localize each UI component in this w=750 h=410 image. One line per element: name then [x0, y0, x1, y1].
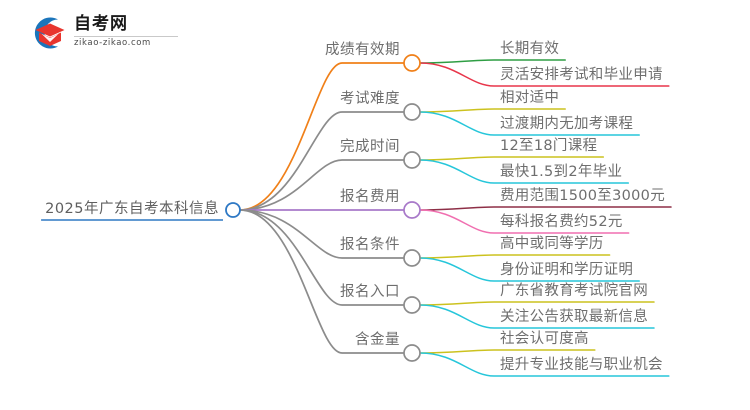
branch-label-7[interactable]: 含金量	[355, 332, 400, 348]
leaf-connector	[419, 108, 566, 113]
zikao-graduation-cap-logo	[34, 17, 65, 49]
leaf-label-3-2[interactable]: 最快1.5到2年毕业	[500, 164, 623, 180]
root-node-circle	[225, 202, 241, 218]
leaf-label-4-2[interactable]: 每科报名费约52元	[500, 214, 623, 230]
branch-node-circle	[403, 54, 421, 72]
leaf-connector	[419, 62, 670, 87]
branch-node-circle	[403, 249, 421, 267]
leaf-label-2-2[interactable]: 过渡期内无加考课程	[500, 116, 634, 132]
branch-connector	[239, 209, 405, 259]
logo-title: 自考网	[74, 14, 128, 34]
leaf-connector	[419, 111, 640, 136]
leaf-label-5-2[interactable]: 身份证明和学历证明	[500, 262, 634, 278]
branch-connector	[239, 62, 405, 211]
leaf-connector	[419, 159, 630, 184]
leaf-label-6-2[interactable]: 关注公告获取最新信息	[500, 309, 648, 325]
leaf-connector	[419, 301, 655, 306]
branch-connector	[239, 209, 405, 354]
logo-subtitle: zikao-zikao.com	[74, 38, 151, 48]
branch-label-4[interactable]: 报名费用	[340, 189, 400, 205]
leaf-connector	[419, 304, 655, 329]
branch-node-circle	[403, 296, 421, 314]
logo-divider	[74, 36, 178, 37]
leaf-connector	[419, 209, 630, 234]
leaf-label-6-1[interactable]: 广东省教育考试院官网	[500, 283, 648, 299]
branch-label-1[interactable]: 成绩有效期	[325, 42, 400, 58]
branch-label-2[interactable]: 考试难度	[340, 91, 400, 107]
branch-node-circle	[403, 103, 421, 121]
branch-node-circle	[403, 201, 421, 219]
leaf-connector	[419, 254, 611, 259]
leaf-connector	[419, 257, 640, 282]
leaf-label-4-1[interactable]: 费用范围1500至3000元	[500, 188, 666, 204]
branch-node-circle	[403, 344, 421, 362]
branch-node-circle	[403, 151, 421, 169]
leaf-label-1-1[interactable]: 长期有效	[500, 41, 560, 57]
leaf-connector	[419, 352, 670, 377]
leaf-label-2-1[interactable]: 相对适中	[500, 90, 560, 106]
connector-lines	[41, 59, 672, 377]
branch-label-6[interactable]: 报名入口	[340, 284, 400, 300]
branch-label-5[interactable]: 报名条件	[340, 237, 400, 253]
leaf-label-5-1[interactable]: 高中或同等学历	[500, 236, 604, 252]
branch-label-3[interactable]: 完成时间	[340, 139, 400, 155]
site-logo[interactable]: 自考网 zikao-zikao.com	[28, 10, 178, 56]
connector-nodes	[225, 54, 421, 362]
branch-connector	[239, 209, 405, 306]
branch-connector	[239, 159, 405, 211]
leaf-label-1-2[interactable]: 灵活安排考试和毕业申请	[500, 67, 663, 83]
branch-connector	[239, 111, 405, 211]
leaf-label-3-1[interactable]: 12至18门课程	[500, 138, 598, 154]
leaf-connector	[419, 59, 566, 64]
leaf-connector	[419, 349, 596, 354]
leaf-connector	[419, 156, 605, 161]
leaf-label-7-1[interactable]: 社会认可度高	[500, 331, 589, 347]
root-node-label[interactable]: 2025年广东自考本科信息	[45, 201, 219, 217]
logo-text-block: 自考网 zikao-zikao.com	[74, 14, 178, 49]
leaf-connector	[419, 206, 672, 211]
leaf-label-7-2[interactable]: 提升专业技能与职业机会	[500, 357, 663, 373]
